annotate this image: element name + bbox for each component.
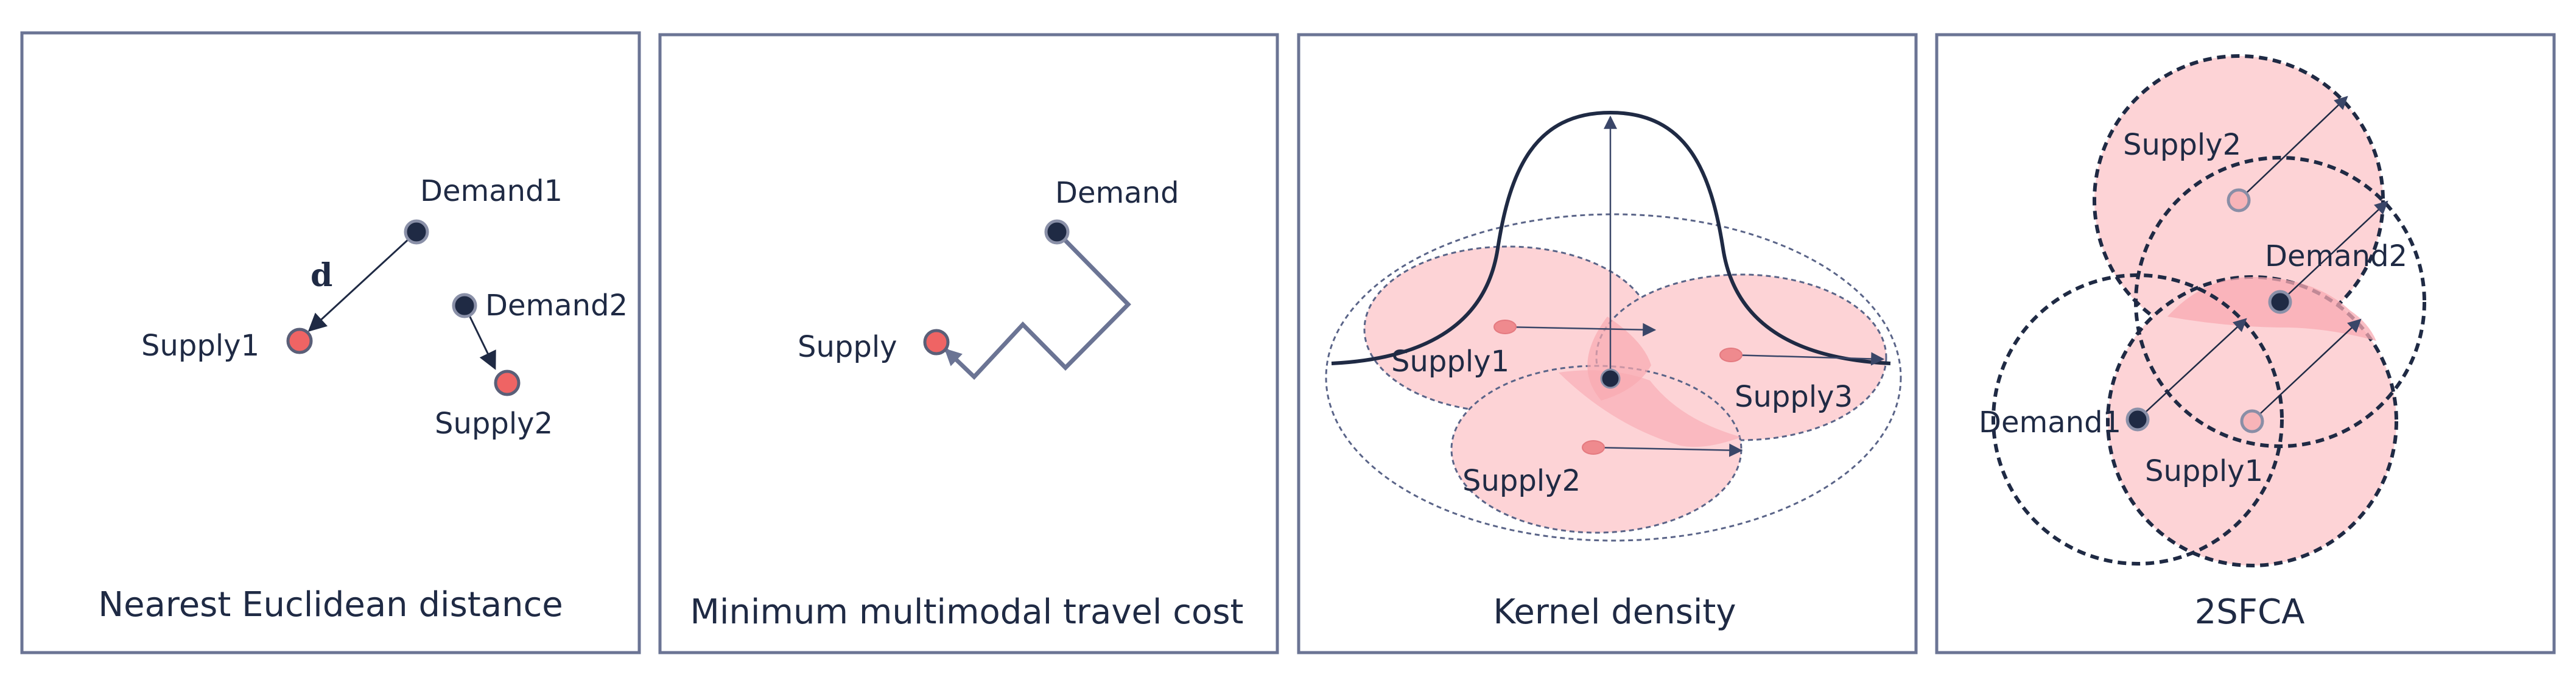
demand-point	[1044, 219, 1070, 245]
panel-multimodal-travel: Demand Supply Minimum multimodal travel …	[658, 33, 1279, 654]
supply3-label: Supply3	[1735, 380, 1853, 414]
supply2-label: Supply2	[435, 407, 553, 441]
distance-label: d	[311, 257, 332, 294]
supply3-point	[1719, 348, 1742, 362]
catchment-demand2	[2134, 156, 2426, 448]
supply1-point	[2240, 409, 2264, 433]
demand2-point	[452, 293, 477, 318]
demand1-arrow	[2137, 318, 2247, 420]
supply-point	[923, 329, 950, 356]
supply2-label: Supply2	[1462, 464, 1581, 498]
panel-caption: Kernel density	[1493, 592, 1736, 632]
supply2-label: Supply2	[2123, 128, 2241, 162]
supply2-arrow	[2238, 96, 2348, 201]
demand1-label: Demand1	[1979, 405, 2121, 440]
supply-label: Supply	[798, 330, 897, 364]
panel-2sfca: Supply2 Demand2 Demand1 Supply1 2SFCA	[1935, 33, 2556, 654]
panel-kernel-density: Supply1 Supply2 Supply3 Kernel density	[1297, 33, 1918, 654]
panel-caption: Minimum multimodal travel cost	[690, 592, 1244, 632]
center-point	[1600, 368, 1621, 389]
demand1-point	[2125, 407, 2150, 432]
demand2-arrow	[2279, 200, 2388, 303]
supply3-arrow	[1730, 352, 1885, 366]
supply1-arrow	[1504, 323, 1657, 337]
travel-path	[944, 230, 1131, 380]
supply2-point	[1582, 440, 1605, 455]
demand1-label: Demand1	[420, 174, 563, 208]
panel-caption: 2SFCA	[2195, 592, 2305, 632]
panel-frame	[1297, 33, 1918, 654]
distance-arrow-1	[307, 231, 418, 332]
panel-caption: Nearest Euclidean distance	[98, 585, 563, 625]
supply1-point	[286, 328, 313, 354]
panel-frame	[20, 31, 641, 654]
panel-frame	[658, 33, 1279, 654]
catchment-overlap	[1559, 370, 1741, 447]
demand2-label: Demand2	[485, 289, 628, 323]
outer-catchment	[1325, 213, 1902, 542]
demand-label: Demand	[1055, 176, 1179, 210]
supply2-arrow	[1593, 443, 1743, 457]
supply1-label: Supply1	[1391, 345, 1509, 379]
panel-nearest-euclidean: Demand1 Demand2 Supply1 Supply2 d Neares…	[20, 31, 641, 654]
supply2-point	[2227, 188, 2251, 212]
demand1-point	[404, 219, 429, 245]
kernel-curve	[1331, 110, 1891, 365]
panel-frame	[1935, 33, 2556, 654]
supply1-arrow	[2251, 318, 2362, 422]
supply2-point	[494, 370, 521, 396]
supply1-point	[1493, 320, 1517, 334]
supply1-label: Supply1	[141, 329, 259, 363]
supply1-label: Supply1	[2145, 454, 2263, 488]
demand2-label: Demand2	[2265, 239, 2407, 273]
demand2-point	[2268, 290, 2292, 314]
